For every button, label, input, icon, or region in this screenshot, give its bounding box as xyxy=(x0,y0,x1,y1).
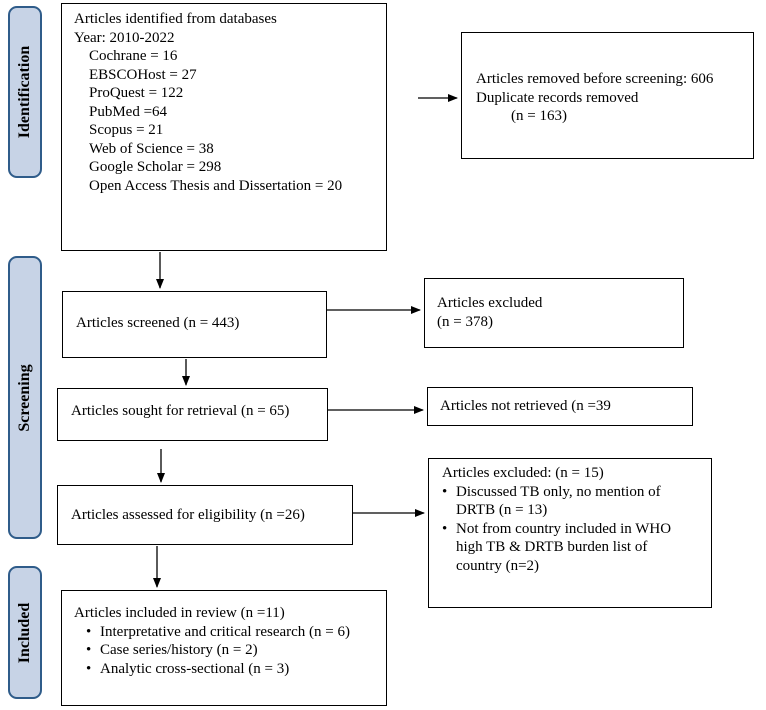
list-item: • Discussed TB only, no mention of DRTB … xyxy=(442,483,661,519)
stage-screening: Screening xyxy=(8,256,42,539)
source-item: ProQuest = 122 xyxy=(89,85,184,101)
source-item: Cochrane = 16 xyxy=(89,48,178,64)
screened-text: Articles screened (n = 443) xyxy=(76,315,240,331)
identification-year: Year: 2010-2022 xyxy=(74,29,175,46)
eligibility-box: Articles assessed for eligibility (n =26… xyxy=(57,485,353,545)
identification-box: Articles identified from databases Year:… xyxy=(61,3,387,251)
list-item: • Analytic cross-sectional (n = 3) xyxy=(86,660,290,677)
bullet-icon: • xyxy=(86,660,92,677)
not-retrieved-text: Articles not retrieved (n =39 xyxy=(440,398,611,414)
identification-title: Articles identified from databases xyxy=(74,11,277,27)
included-title: Articles included in review (n =11) xyxy=(74,605,285,621)
source-item: Google Scholar = 298 xyxy=(89,159,222,175)
list-item: • Not from country included in WHO high … xyxy=(442,520,672,574)
stage-included: Included xyxy=(8,566,42,699)
sought-text: Articles sought for retrieval (n = 65) xyxy=(71,403,290,419)
excluded-reasons-box: Articles excluded: (n = 15) • Discussed … xyxy=(428,458,712,608)
excluded-count: (n = 378) xyxy=(437,313,493,330)
not-retrieved-box: Articles not retrieved (n =39 xyxy=(427,387,693,426)
eligibility-text: Articles assessed for eligibility (n =26… xyxy=(71,507,305,523)
excluded-box: Articles excluded (n = 378) xyxy=(424,278,684,348)
source-item: Web of Science = 38 xyxy=(89,140,214,157)
screened-box: Articles screened (n = 443) xyxy=(62,291,327,358)
source-item: Open Access Thesis and Dissertation = 20 xyxy=(89,177,343,194)
bullet-icon: • xyxy=(86,642,92,658)
stage-identification: Identification xyxy=(8,6,42,178)
list-item: • Interpretative and critical research (… xyxy=(86,623,350,640)
list-item: • Case series/history (n = 2) xyxy=(86,642,258,658)
removed-count: Articles removed before screening: 606 xyxy=(476,71,714,87)
included-box: Articles included in review (n =11) • In… xyxy=(61,590,387,706)
source-item: EBSCOHost = 27 xyxy=(89,66,197,83)
excluded-label: Articles excluded xyxy=(437,295,543,311)
bullet-icon: • xyxy=(442,483,448,500)
bullet-icon: • xyxy=(442,520,448,537)
bullet-icon: • xyxy=(86,623,92,640)
sought-box: Articles sought for retrieval (n = 65) xyxy=(57,388,328,441)
source-item: Scopus = 21 xyxy=(89,122,164,138)
duplicates-count: (n = 163) xyxy=(511,108,567,124)
source-item: PubMed =64 xyxy=(89,103,168,120)
removed-box: Articles removed before screening: 606 D… xyxy=(461,32,754,159)
duplicates-label: Duplicate records removed xyxy=(476,89,639,106)
excluded-reasons-title: Articles excluded: (n = 15) xyxy=(442,465,604,481)
